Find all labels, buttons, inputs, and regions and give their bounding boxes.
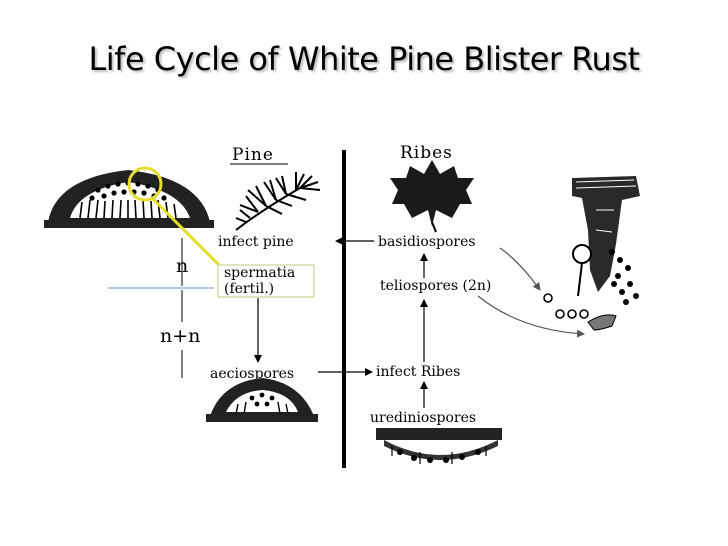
spermatia-label: spermatia	[224, 265, 295, 281]
arrow-teliospores-to-germinating-spore	[477, 295, 585, 338]
aecial-blister-illustration	[44, 170, 214, 228]
ploidy-n-label: n	[176, 255, 188, 277]
teliospores-label: teliospores (2n)	[380, 278, 491, 294]
fertil-label: (fertil.)	[224, 281, 274, 297]
pine-twig-illustration	[235, 172, 321, 231]
pine-header: Pine	[232, 145, 274, 165]
spermatia-box	[217, 264, 315, 298]
infect-ribes-label: infect Ribes	[376, 364, 460, 380]
uredinium-illustration	[376, 428, 502, 464]
telial-column-illustration	[543, 176, 640, 331]
flow-arrows	[254, 237, 585, 408]
ploidy-n-plus-n-label: n+n	[160, 325, 200, 347]
arrow-basidiospores-to-telium	[499, 247, 541, 291]
aeciospores-label: aeciospores	[210, 366, 294, 382]
highlight-pointer-line	[150, 196, 232, 278]
ribes-header: Ribes	[400, 143, 453, 163]
infect-pine-label: infect pine	[218, 234, 294, 250]
aecium-illustration	[206, 378, 318, 422]
ribes-leaf-stem	[431, 221, 437, 233]
spermogonium-highlight-circle	[127, 166, 163, 202]
urediniospores-label: urediniospores	[370, 410, 476, 426]
ribes-leaf-illustration	[390, 160, 474, 226]
basidiospores-label: basidiospores	[378, 234, 476, 250]
slide-title: Life Cycle of White Pine Blister Rust	[88, 40, 640, 78]
